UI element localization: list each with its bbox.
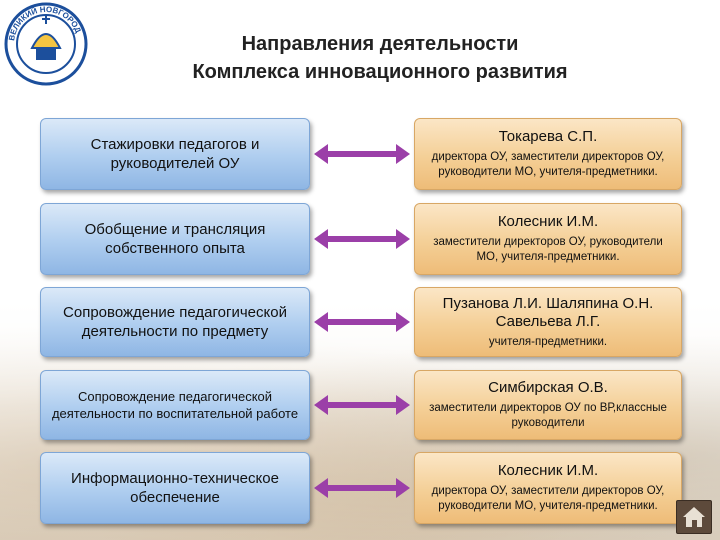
- double-arrow-icon: [314, 478, 410, 498]
- responsible-roles: директора ОУ, заместители директоров ОУ,…: [431, 151, 665, 178]
- title-line-2: Комплекса инновационного развития: [192, 61, 568, 83]
- responsible-box-3[interactable]: Пузанова Л.И. Шаляпина О.Н. Савельева Л.…: [414, 287, 682, 357]
- responsible-roles: заместители директоров ОУ, руководители …: [433, 236, 663, 263]
- page-title: Направления деятельности Комплекса иннов…: [120, 30, 640, 86]
- responsible-person: Колесник И.М.: [497, 213, 599, 230]
- responsible-person: Токарева С.П.: [498, 128, 598, 145]
- responsible-person: Симбирская О.В.: [488, 379, 608, 396]
- responsible-roles: заместители директоров ОУ по ВР,классные…: [429, 402, 667, 429]
- direction-box-5[interactable]: Информационно-техническое обеспечение: [40, 452, 310, 524]
- direction-box-1[interactable]: Стажировки педагогов и руководителей ОУ: [40, 118, 310, 190]
- direction-box-4[interactable]: Сопровождение педагогической деятельност…: [40, 370, 310, 440]
- responsible-roles: директора ОУ, заместители директоров ОУ,…: [431, 485, 665, 512]
- responsible-person: Пузанова Л.И. Шаляпина О.Н. Савельева Л.…: [442, 294, 654, 330]
- responsible-box-5[interactable]: Колесник И.М. директора ОУ, заместители …: [414, 452, 682, 524]
- responsible-box-4[interactable]: Симбирская О.В. заместители директоров О…: [414, 370, 682, 440]
- responsible-roles: учителя-предметники.: [488, 335, 608, 348]
- direction-label: Стажировки педагогов и руководителей ОУ: [90, 136, 260, 172]
- title-line-1: Направления деятельности: [241, 33, 519, 55]
- direction-label: Обобщение и трансляция собственного опыт…: [84, 221, 266, 257]
- direction-box-2[interactable]: Обобщение и трансляция собственного опыт…: [40, 203, 310, 275]
- direction-label: Информационно-техническое обеспечение: [71, 470, 279, 506]
- home-icon: [683, 507, 705, 527]
- home-button[interactable]: [676, 500, 712, 534]
- direction-label: Сопровождение педагогической деятельност…: [63, 304, 287, 340]
- double-arrow-icon: [314, 312, 410, 332]
- double-arrow-icon: [314, 229, 410, 249]
- responsible-box-1[interactable]: Токарева С.П. директора ОУ, заместители …: [414, 118, 682, 190]
- school-logo: ВЕЛИКИЙ НОВГОРОД: [4, 2, 88, 86]
- double-arrow-icon: [314, 395, 410, 415]
- double-arrow-icon: [314, 144, 410, 164]
- direction-box-3[interactable]: Сопровождение педагогической деятельност…: [40, 287, 310, 357]
- direction-label: Сопровождение педагогической деятельност…: [51, 389, 299, 421]
- responsible-box-2[interactable]: Колесник И.М. заместители директоров ОУ,…: [414, 203, 682, 275]
- responsible-person: Колесник И.М.: [497, 462, 599, 479]
